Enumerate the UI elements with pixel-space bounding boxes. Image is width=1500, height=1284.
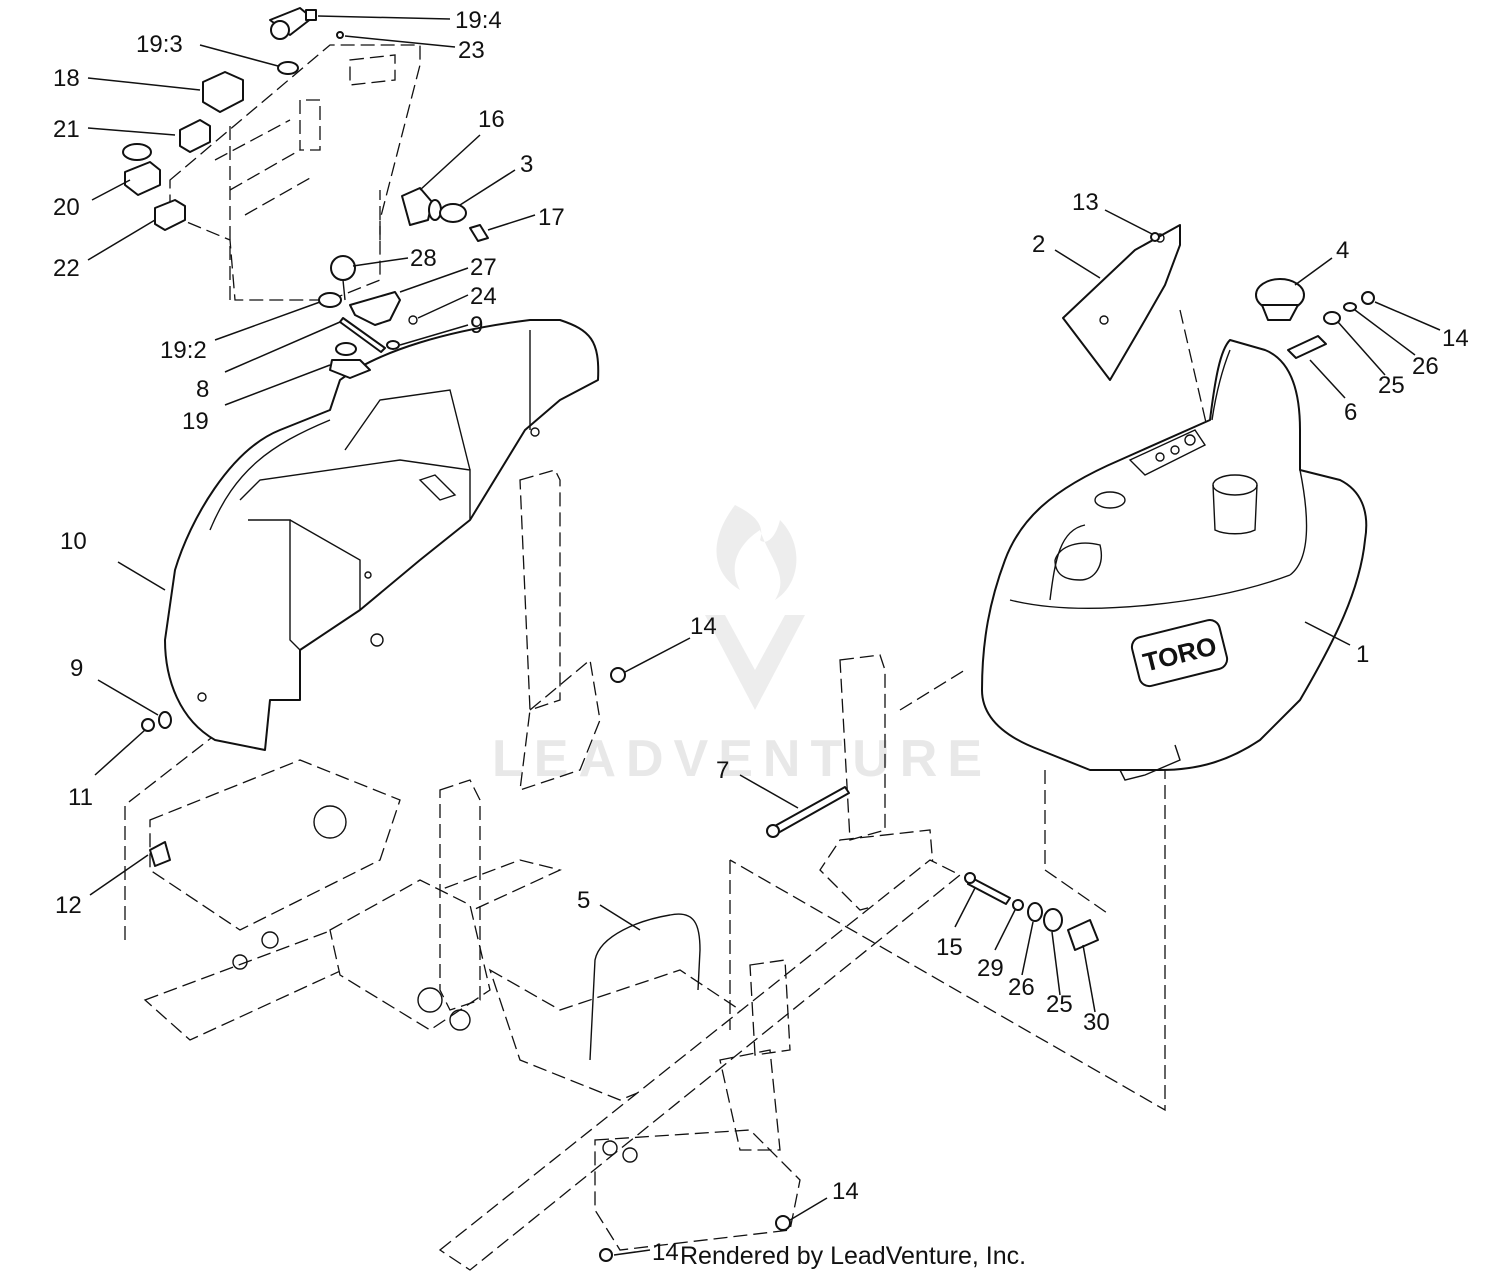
callout-27: 27 [470, 254, 497, 281]
tank-mount-hardware [1287, 291, 1375, 359]
callout-24: 24 [470, 283, 497, 310]
callout-16: 16 [478, 106, 505, 133]
callout-10: 10 [60, 528, 87, 555]
callout-29: 29 [977, 955, 1004, 982]
screw-part-13 [1150, 232, 1160, 242]
callout-20: 20 [53, 194, 80, 221]
watermark-flame-icon [716, 505, 797, 600]
callout-25-upper: 25 [1378, 372, 1405, 399]
callout-21: 21 [53, 116, 80, 143]
fuel-cap-part-4 [1255, 278, 1305, 321]
rendered-by-credit: Rendered by LeadVenture, Inc. [680, 1242, 1026, 1270]
heat-shield-part-2 [1062, 224, 1181, 381]
bracket-part-12 [149, 841, 171, 867]
callout-labels: 19:4 23 19:3 18 21 16 3 20 17 22 28 27 2… [53, 7, 1469, 1266]
callout-19: 19 [182, 408, 209, 435]
callout-5: 5 [577, 887, 590, 914]
seat-pan-part-10 [164, 319, 600, 751]
control-panel-plate [169, 44, 421, 301]
callout-14-center: 14 [690, 613, 717, 640]
callout-19-2: 19:2 [160, 337, 207, 364]
callout-14-right: 14 [1442, 325, 1469, 352]
callout-12: 12 [55, 892, 82, 919]
callout-23: 23 [458, 37, 485, 64]
callout-18: 18 [53, 65, 80, 92]
callout-13: 13 [1072, 189, 1099, 216]
bolt-part-7 [766, 786, 850, 838]
callout-22: 22 [53, 255, 80, 282]
callout-7: 7 [716, 757, 729, 784]
callout-19-3: 19:3 [136, 31, 183, 58]
callout-28: 28 [410, 245, 437, 272]
watermark: LEADVENTURE [492, 505, 992, 788]
callout-8: 8 [196, 376, 209, 403]
callout-19-4: 19:4 [455, 7, 502, 34]
callout-26-lower: 26 [1008, 974, 1035, 1001]
switch-parts [122, 7, 489, 379]
rear-mount-hardware [964, 872, 1099, 951]
watermark-text: LEADVENTURE [492, 730, 992, 788]
frame-assembly [143, 469, 962, 1271]
watermark-v-icon [705, 615, 805, 710]
callout-17: 17 [538, 204, 565, 231]
callout-15: 15 [936, 934, 963, 961]
leader-lines [87, 15, 1441, 1256]
callout-3: 3 [520, 151, 533, 178]
left-mount-hardware [141, 711, 172, 732]
callout-9-lower: 9 [70, 655, 83, 682]
callout-14-lower-right: 14 [832, 1178, 859, 1205]
callout-2: 2 [1032, 231, 1045, 258]
callout-14-bottom: 14 [652, 1239, 679, 1266]
callout-6: 6 [1344, 399, 1357, 426]
alignment-lines [124, 120, 1211, 1112]
u-bolt-part-5 [589, 913, 701, 1061]
toro-logo-plate: TORO [1130, 619, 1229, 688]
nuts-part-14 [599, 667, 791, 1262]
callout-4: 4 [1336, 237, 1349, 264]
callout-26-upper: 26 [1412, 353, 1439, 380]
callout-25-lower: 25 [1046, 991, 1073, 1018]
fuel-tank-part-1: TORO [981, 339, 1368, 781]
callout-11: 11 [68, 784, 93, 811]
callout-1: 1 [1356, 641, 1369, 668]
callout-9-upper: 9 [470, 312, 483, 339]
callout-30: 30 [1083, 1009, 1110, 1036]
